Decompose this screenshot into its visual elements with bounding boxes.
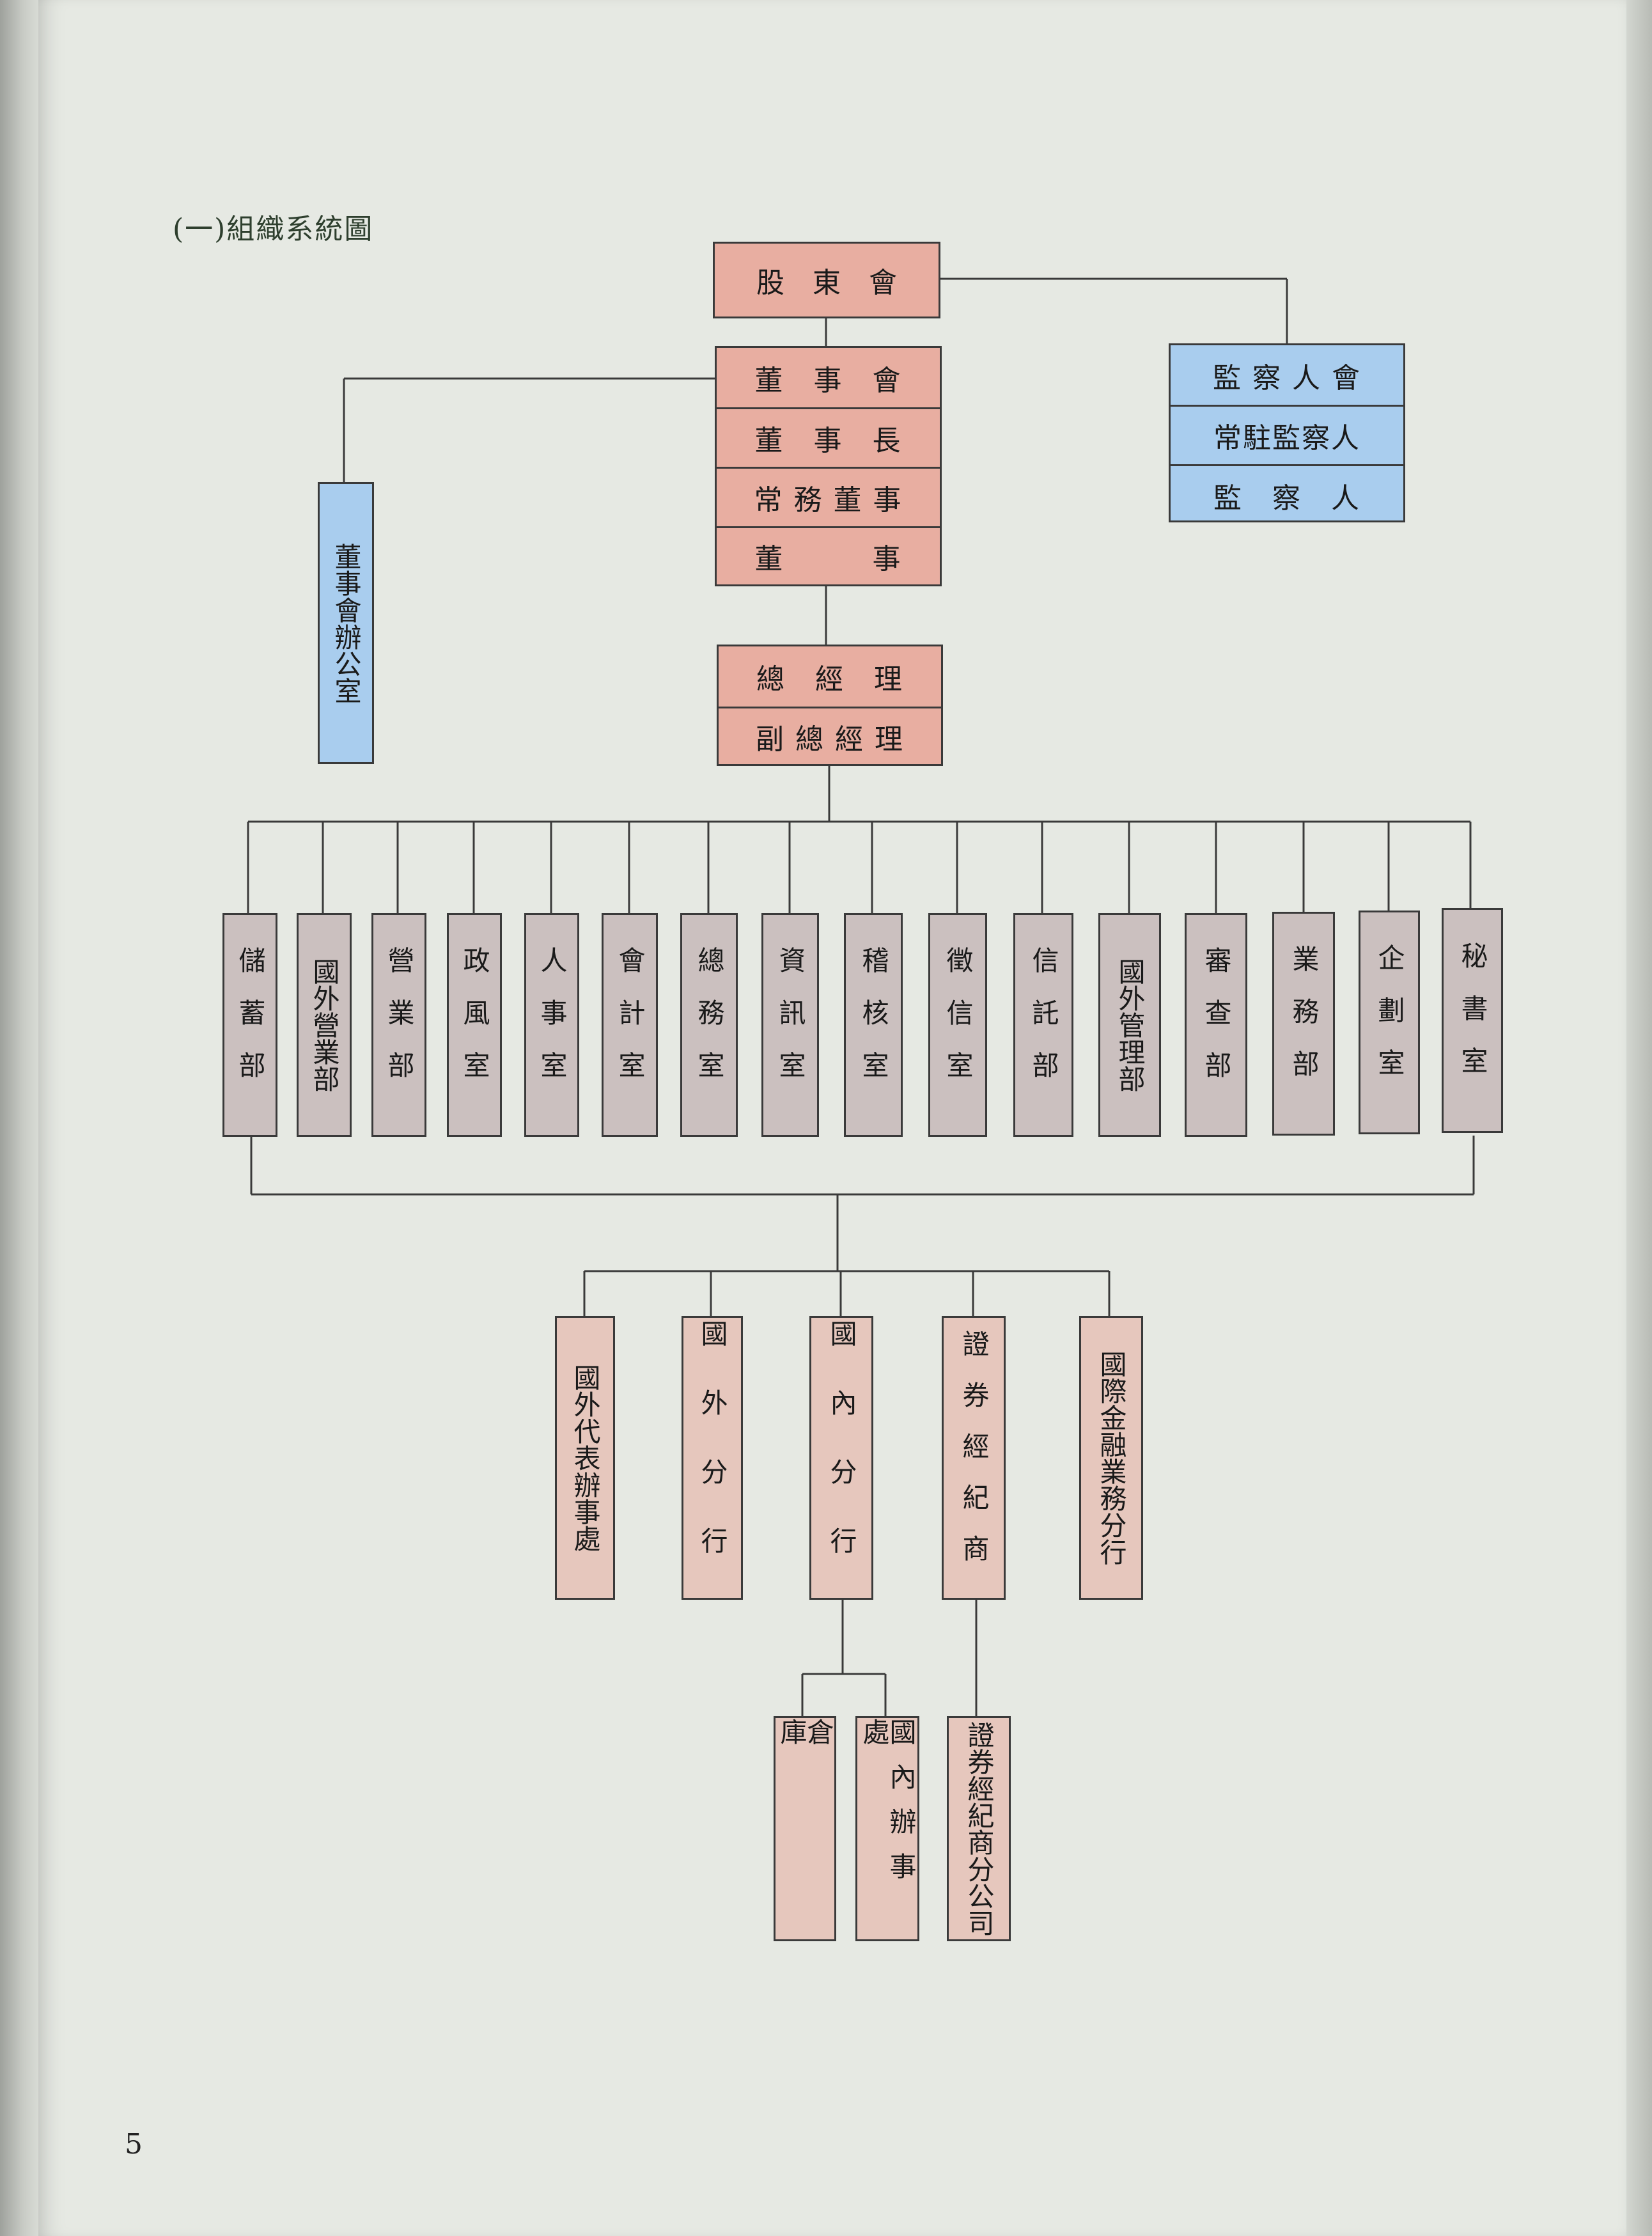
department-box: 企劃室 (1359, 911, 1420, 1134)
department-label: 業務部 (1288, 945, 1320, 1102)
department-box: 資訊室 (761, 913, 819, 1137)
branch-label: 國際金融業務分行 (1096, 1350, 1127, 1565)
department-box: 秘書室 (1442, 908, 1503, 1133)
department-box: 業務部 (1272, 912, 1335, 1136)
department-box: 國外營業部 (297, 913, 352, 1137)
branch-box: 國外分行 (682, 1316, 743, 1600)
chart-title: (一)組織系統圖 (173, 213, 374, 246)
department-box: 徵信室 (928, 913, 987, 1137)
department-box: 儲蓄部 (222, 913, 277, 1137)
sub-unit-label: 國內辦事處 (859, 1718, 917, 1897)
branch-label: 證券經紀商 (958, 1330, 990, 1586)
board-box: 董 事 會 董 事 長 常 務 董 事 董 事 (715, 346, 942, 586)
chairman-label: 董 事 長 (717, 407, 940, 467)
deputy-general-manager-label: 副 總 經 理 (719, 707, 941, 764)
department-box: 營業部 (371, 913, 426, 1137)
sub-unit-box: 國內辦事處 (855, 1716, 919, 1941)
department-box: 信託部 (1013, 913, 1073, 1137)
branch-label: 國外代表辦事處 (570, 1364, 601, 1552)
management-box: 總 經 理 副 總 經 理 (717, 645, 943, 766)
department-box: 人事室 (524, 913, 579, 1137)
branch-box: 國際金融業務分行 (1079, 1316, 1143, 1600)
department-box: 會計室 (602, 913, 658, 1137)
resident-supervisor-label: 常駐監察人 (1171, 405, 1403, 464)
department-box: 審查部 (1185, 913, 1247, 1137)
branch-box: 國內分行 (809, 1316, 873, 1600)
board-office-label: 董事會辦公室 (331, 542, 362, 704)
sub-unit-label: 證券經紀商分公司 (963, 1721, 995, 1936)
page-binding (0, 0, 38, 2236)
sub-unit-box: 證券經紀商分公司 (947, 1716, 1011, 1941)
department-label: 儲蓄部 (235, 946, 266, 1104)
board-of-directors-label: 董 事 會 (754, 364, 902, 397)
department-label: 資訊室 (775, 946, 806, 1104)
department-label: 營業部 (384, 946, 415, 1104)
department-label: 政風室 (459, 946, 490, 1104)
department-label: 秘書室 (1457, 942, 1488, 1099)
department-label: 國外營業部 (309, 958, 340, 1092)
department-box: 總務室 (680, 913, 738, 1137)
department-box: 國外管理部 (1098, 913, 1161, 1137)
managing-director-label: 常 務 董 事 (717, 467, 940, 526)
branch-box: 證券經紀商 (942, 1316, 1006, 1600)
shareholders-meeting-label: 股 東 會 (756, 267, 897, 299)
department-label: 信託部 (1028, 946, 1059, 1104)
branch-label: 國內分行 (826, 1320, 857, 1596)
shareholders-meeting-box: 股 東 會 (713, 242, 940, 318)
sub-unit-box: 倉庫 (774, 1716, 836, 1941)
page-edge (1626, 0, 1652, 2236)
department-label: 會計室 (614, 946, 646, 1104)
sub-unit-label: 倉庫 (776, 1718, 834, 1886)
department-label: 審查部 (1201, 946, 1232, 1104)
department-box: 政風室 (447, 913, 502, 1137)
department-label: 人事室 (536, 946, 568, 1104)
director-label: 董 事 (717, 526, 940, 584)
department-label: 稽核室 (858, 946, 889, 1104)
branch-box: 國外代表辦事處 (555, 1316, 615, 1600)
department-label: 總務室 (694, 946, 725, 1104)
page-number: 5 (125, 2128, 143, 2161)
general-manager-label: 總 經 理 (756, 663, 903, 696)
board-office-box: 董事會辦公室 (318, 482, 374, 764)
department-label: 國外管理部 (1114, 958, 1146, 1092)
department-label: 徵信室 (942, 946, 974, 1104)
supervisors-box: 監 察 人 會 常駐監察人 監 察 人 (1169, 343, 1405, 522)
supervisor-label: 監 察 人 (1171, 464, 1403, 524)
department-label: 企劃室 (1374, 944, 1405, 1101)
department-box: 稽核室 (844, 913, 903, 1137)
branch-label: 國外分行 (697, 1320, 728, 1596)
supervisors-meeting-label: 監 察 人 會 (1213, 361, 1361, 395)
